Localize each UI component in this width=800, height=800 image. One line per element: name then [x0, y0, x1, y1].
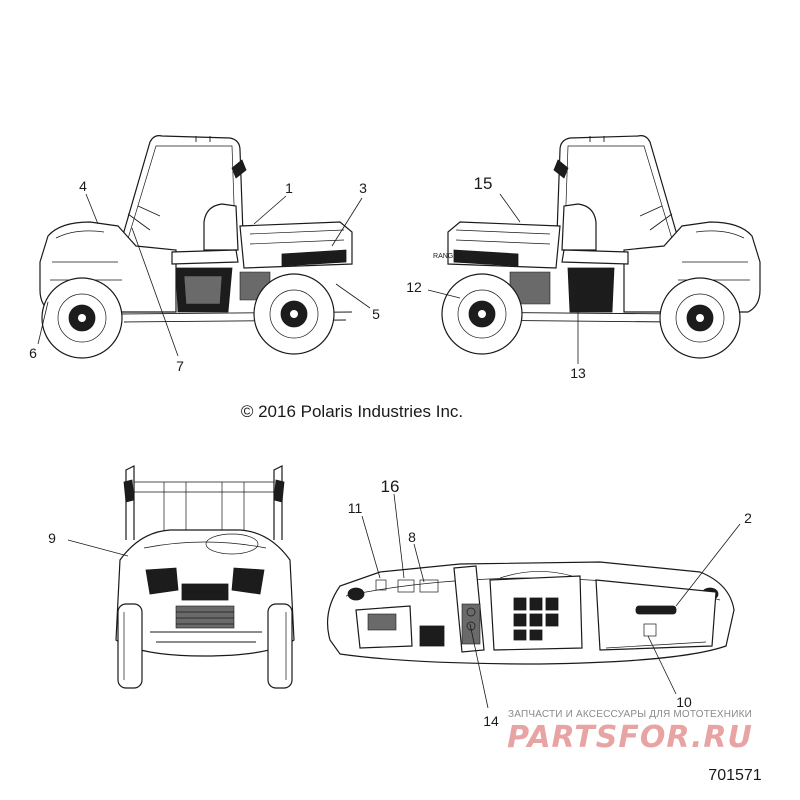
copyright-text: © 2016 Polaris Industries Inc. — [241, 402, 463, 421]
decal-model-right: RANGER — [433, 253, 463, 260]
diagram-number: 701571 — [708, 767, 761, 784]
callout-10: 10 — [676, 694, 692, 710]
callout-13: 13 — [570, 365, 586, 381]
callout-numbers: 1 2 3 4 5 6 7 8 9 10 11 12 13 14 15 16 — [29, 174, 752, 729]
decal-model-left: RANGER — [311, 253, 341, 260]
callout-6: 6 — [29, 345, 37, 361]
callout-4: 4 — [79, 178, 87, 194]
vehicle-right-side-view: RANGER POLARIS — [433, 135, 761, 359]
callout-2: 2 — [744, 510, 752, 526]
callout-7: 7 — [176, 358, 184, 374]
decal-brand-right: POLARIS — [473, 257, 499, 263]
callout-8: 8 — [408, 529, 416, 545]
decal-brand-left: POLARIS — [301, 257, 327, 263]
callout-3: 3 — [359, 180, 367, 196]
vehicle-left-side-view: POLARIS RANGER — [39, 135, 353, 359]
front-right-tire — [267, 603, 293, 689]
callout-14: 14 — [483, 713, 499, 729]
callout-16: 16 — [381, 477, 400, 496]
watermark-logo: PARTSFOR.RU — [507, 720, 753, 755]
decal-brand-front: POLARIS — [190, 590, 221, 597]
callout-9: 9 — [48, 530, 56, 546]
callout-15: 15 — [474, 174, 493, 193]
callout-11: 11 — [348, 500, 363, 516]
callout-1: 1 — [285, 180, 293, 196]
leader-lines — [37, 193, 741, 709]
watermark-tagline: ЗАПЧАСТИ И АКСЕССУАРЫ ДЛЯ МОТОТЕХНИКИ — [508, 709, 752, 720]
callout-12: 12 — [406, 279, 422, 295]
callout-5: 5 — [372, 306, 380, 322]
dashboard-view — [327, 561, 735, 665]
vehicle-front-view: POLARIS — [115, 465, 295, 689]
front-left-tire — [117, 603, 143, 689]
